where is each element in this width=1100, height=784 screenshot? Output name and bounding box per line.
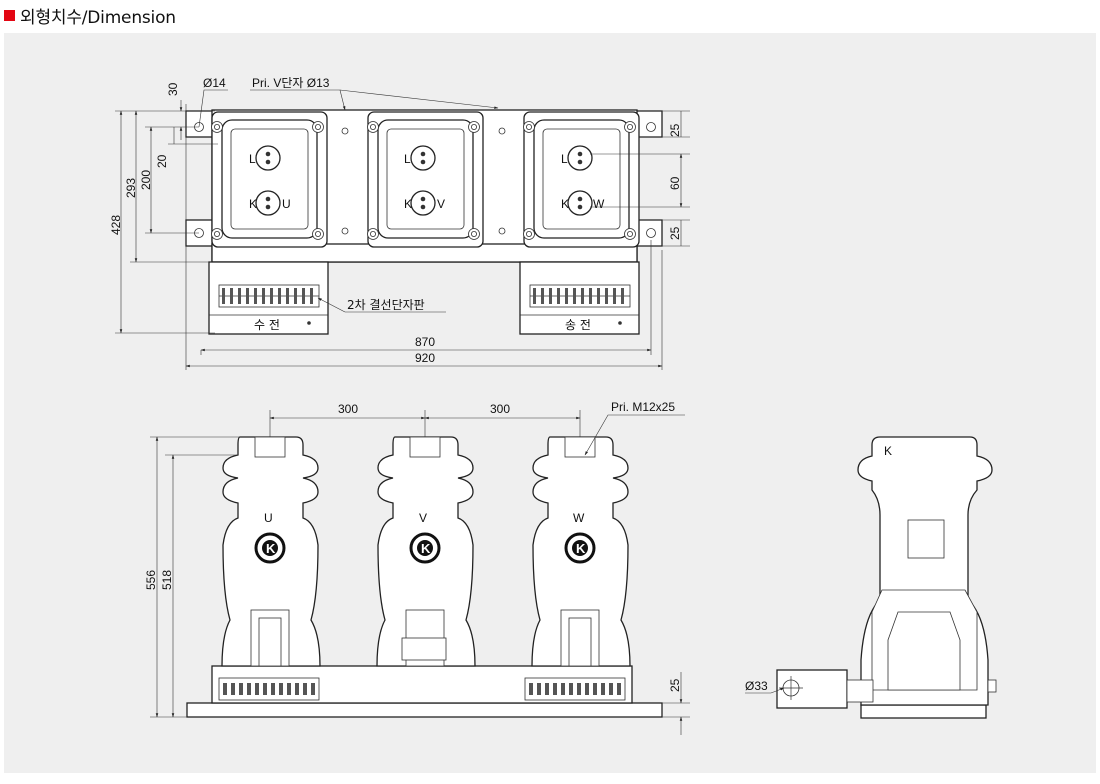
phase-w-letter: W xyxy=(573,511,585,525)
phase-u-letter: U xyxy=(264,511,273,525)
phase-u-l-label: L xyxy=(249,152,256,166)
label-secondary-terminal-board: 2차 결선단자판 xyxy=(347,298,425,312)
dim-30: 30 xyxy=(166,82,180,96)
dim-428: 428 xyxy=(109,215,123,235)
label-sending-side: 송 전 xyxy=(565,318,591,332)
phase-u-label: U xyxy=(282,197,291,211)
phase-w-l-label: L xyxy=(561,152,568,166)
dim-60: 60 xyxy=(668,176,682,190)
section-title: 외형치수/Dimension xyxy=(20,7,176,28)
top-plan-view: L K U L K V L K W 870 920 428 293 200 20… xyxy=(109,76,690,370)
label-pri-m12: Pri. M12x25 xyxy=(611,400,675,414)
dim-25-base: 25 xyxy=(668,678,682,692)
dim-20: 20 xyxy=(155,154,169,168)
dim-920: 920 xyxy=(415,351,435,365)
phase-u-k-label: K xyxy=(249,197,257,211)
phase-v-label: V xyxy=(437,197,445,211)
dim-25-bottom: 25 xyxy=(668,226,682,240)
label-receiving-side: 수 전 xyxy=(254,318,280,332)
front-elevation-view: U V W 300 300 Pri. M12x25 556 518 25 xyxy=(144,400,690,735)
dim-33: Ø33 xyxy=(745,679,768,693)
dim-25-top: 25 xyxy=(668,123,682,137)
section-header: 외형치수/Dimension xyxy=(4,2,176,28)
phase-v-l-label: L xyxy=(404,152,411,166)
dim-556: 556 xyxy=(144,570,158,590)
phase-w-k-label: K xyxy=(561,197,569,211)
phase-v-letter: V xyxy=(419,511,427,525)
phase-w-label: W xyxy=(593,197,605,211)
phase-v-k-label: K xyxy=(404,197,412,211)
red-square-bullet-icon xyxy=(4,9,15,21)
dim-200: 200 xyxy=(139,170,153,190)
dim-300-right: 300 xyxy=(490,402,510,416)
dim-870: 870 xyxy=(415,335,435,349)
label-pri-v-terminal: Pri. V단자 Ø13 xyxy=(252,76,330,90)
dim-518: 518 xyxy=(160,570,174,590)
dim-300-left: 300 xyxy=(338,402,358,416)
side-elevation-view: Ø33 K xyxy=(745,436,997,719)
side-k-label: K xyxy=(884,444,892,458)
dim-293: 293 xyxy=(124,178,138,198)
dim-hole-diameter: Ø14 xyxy=(203,76,226,90)
